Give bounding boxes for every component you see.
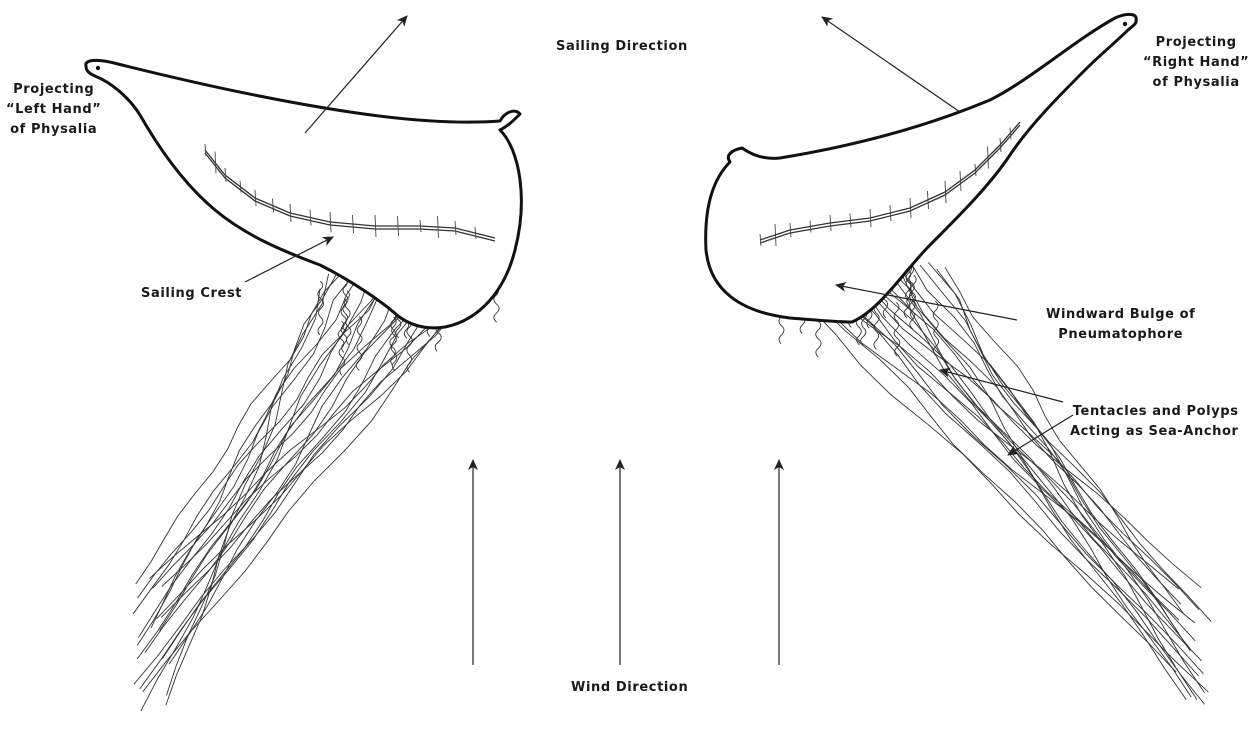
sailing-direction-arrows xyxy=(305,16,960,133)
right-hand-line-1: Projecting xyxy=(1143,33,1249,53)
tentacles-line-2: Acting as Sea-Anchor xyxy=(1070,422,1239,442)
left-hand-line-3: of Physalia xyxy=(6,120,101,140)
right-hand-line-3: of Physalia xyxy=(1143,73,1249,93)
sailing-direction-label: Sailing Direction xyxy=(556,37,688,57)
wind-direction-arrows xyxy=(473,460,779,665)
left-tentacle-strand xyxy=(151,273,337,628)
left-tentacle-strand xyxy=(138,275,388,638)
left-physalia xyxy=(86,60,522,711)
left-hand-line-1: Projecting xyxy=(6,80,101,100)
right-sailing-arrow xyxy=(822,17,960,112)
right-physalia xyxy=(706,14,1211,704)
right-hand-tip-dot xyxy=(1123,22,1127,26)
tentacles-label: Tentacles and Polyps Acting as Sea-Ancho… xyxy=(1070,402,1239,442)
left-tentacle-strand xyxy=(153,281,423,588)
left-tentacle-strand xyxy=(137,265,405,659)
left-tentacle-strand xyxy=(140,274,449,689)
left-tentacles xyxy=(133,262,500,711)
right-hand-line-2: “Right Hand” xyxy=(1143,53,1249,73)
right-tentacle-polyp xyxy=(933,301,938,355)
right-hand-label: Projecting “Right Hand” of Physalia xyxy=(1143,33,1249,93)
left-tentacle-polyp xyxy=(318,281,324,335)
left-tentacle-strand xyxy=(162,284,466,587)
left-hand-line-2: “Left Hand” xyxy=(6,100,101,120)
left-tentacle-strand xyxy=(137,288,380,598)
tentacles-pointer-upper xyxy=(940,370,1063,402)
windward-bulge-line-1: Windward Bulge of xyxy=(1046,305,1195,325)
windward-bulge-line-2: Pneumatophore xyxy=(1046,325,1195,345)
wind-direction-label: Wind Direction xyxy=(571,678,688,698)
left-hand-tip-dot xyxy=(96,66,100,70)
left-hand-label: Projecting “Left Hand” of Physalia xyxy=(6,80,101,140)
left-tentacle-strand xyxy=(137,274,354,646)
tentacles-line-1: Tentacles and Polyps xyxy=(1070,402,1239,422)
sailing-crest-label: Sailing Crest xyxy=(141,284,242,304)
windward-bulge-label: Windward Bulge of Pneumatophore xyxy=(1046,305,1195,345)
right-pneumatophore xyxy=(706,14,1137,322)
left-tentacle-strand xyxy=(145,270,431,652)
